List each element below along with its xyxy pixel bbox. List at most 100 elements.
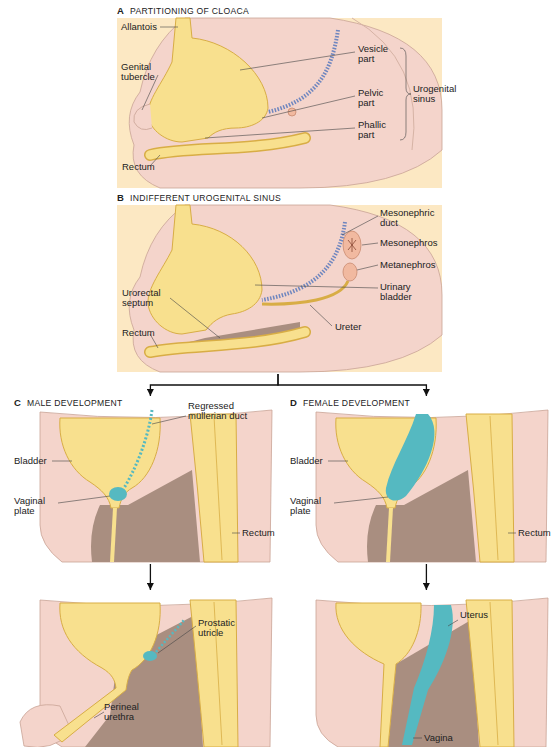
panel-title: INDIFFERENT UROGENITAL SINUS — [130, 194, 281, 203]
panel-d2-art — [316, 598, 548, 747]
bladder-urethra — [54, 603, 160, 742]
panel-b-art — [117, 205, 442, 372]
part-label: Pelvic part — [358, 88, 398, 109]
rectum — [150, 138, 305, 155]
flow-arrow — [150, 374, 278, 396]
mesonephros — [343, 231, 361, 259]
part-label: Genital tubercle — [121, 62, 166, 83]
part-label: Vagina — [424, 733, 453, 743]
vaginal-plate — [109, 487, 127, 501]
embryo-body — [129, 18, 442, 188]
part-label: Mesonephros — [380, 238, 438, 248]
part-label: Metanephros — [380, 260, 435, 270]
leader-line — [240, 52, 355, 70]
part-label: Phallic part — [358, 120, 398, 141]
part-label: Urogenital sinus — [413, 84, 463, 105]
pelvic-tissue — [40, 410, 272, 562]
leader-line — [158, 626, 196, 653]
part-label: Vesicle part — [358, 44, 398, 65]
leader-line — [328, 461, 348, 462]
leader-line — [508, 533, 516, 534]
part-label: Urorectal septum — [122, 288, 172, 309]
panel-background — [117, 18, 442, 188]
diagram-panel: Prostatic utriclePerineal urethra — [10, 590, 280, 747]
metanephros — [343, 263, 357, 281]
prostatic-utricle — [143, 651, 157, 661]
flow-arrow — [278, 374, 426, 396]
rectum — [190, 414, 238, 562]
leader-line — [357, 265, 378, 270]
flow-arrow — [426, 564, 427, 590]
leader-lines — [328, 461, 516, 533]
leader-lines — [150, 216, 378, 348]
part-label: Vaginal plate — [14, 496, 54, 517]
regressed-duct — [156, 620, 184, 652]
part-label: Prostatic utricle — [198, 618, 243, 639]
leader-line — [448, 620, 458, 626]
pelvic-tissue — [316, 410, 548, 562]
regressed-duct — [124, 410, 152, 488]
mesonephric-duct — [262, 222, 345, 300]
leader-line — [52, 461, 72, 462]
diagram-panel: UterusVagina — [286, 590, 556, 747]
leader-line — [58, 496, 110, 503]
rectum-wall — [490, 416, 498, 560]
embryo-body — [129, 205, 442, 372]
pelvic-tissue — [316, 598, 548, 747]
metanephric-bud — [288, 108, 296, 116]
diagram-panel: CMALE DEVELOPMENTRegressed müllerian duc… — [10, 396, 280, 564]
panel-c2-art — [20, 598, 272, 747]
leader-line — [362, 243, 378, 245]
part-label: Rectum — [122, 328, 155, 338]
part-label: Ureter — [335, 322, 361, 332]
leader-line — [205, 128, 355, 138]
panel-c-art — [40, 410, 272, 562]
leader-line — [310, 305, 332, 326]
part-label: Bladder — [14, 456, 47, 466]
diagram-panel: A PARTITIONING OF CLOACA AllantoisGenital … — [112, 2, 444, 190]
panel-letter: D — [290, 398, 297, 408]
part-label: Perineal urethra — [104, 702, 149, 723]
rectum-wall — [214, 416, 222, 560]
part-label: Allantois — [121, 22, 157, 32]
leader-line — [160, 27, 178, 28]
diagram-panel: B INDIFFERENT UROGENITAL SINUS Mesonephric… — [112, 192, 444, 374]
panel-title: PARTITIONING OF CLOACA — [130, 7, 249, 16]
panel-letter: A — [117, 6, 124, 16]
asterisk-mark — [348, 238, 356, 252]
leader-lines — [413, 620, 458, 738]
rectum-outline — [150, 332, 305, 352]
leader-lines — [52, 416, 240, 533]
leader-line — [170, 298, 220, 338]
urethra — [112, 508, 115, 562]
body-contour — [352, 18, 414, 150]
panel-background — [117, 205, 442, 372]
panel-title: FEMALE DEVELOPMENT — [303, 399, 410, 408]
urethra — [388, 508, 391, 562]
leader-line — [232, 533, 240, 534]
leader-line — [262, 96, 355, 118]
flow-arrow — [150, 564, 151, 590]
leader-line — [342, 216, 378, 235]
part-label: Mesonephric duct — [380, 208, 440, 229]
ureter — [262, 281, 348, 304]
rectum-wall — [490, 602, 498, 745]
mesonephric-duct — [268, 30, 338, 112]
leader-line — [152, 416, 186, 424]
leader-line — [94, 712, 104, 718]
part-label: Urinary bladder — [380, 282, 425, 303]
part-label: Rectum — [518, 528, 551, 538]
part-label: Rectum — [122, 162, 155, 172]
leader-line — [255, 285, 378, 288]
urinary-bladder — [148, 205, 262, 334]
part-label: Bladder — [290, 456, 323, 466]
leader-line — [413, 738, 422, 739]
panel-d-art — [316, 410, 548, 562]
diagram-panel: DFEMALE DEVELOPMENTBladderVaginal plateR… — [286, 396, 556, 564]
leader-line — [334, 497, 388, 503]
rectum-outline — [150, 138, 305, 155]
panel-letter: B — [117, 193, 124, 203]
